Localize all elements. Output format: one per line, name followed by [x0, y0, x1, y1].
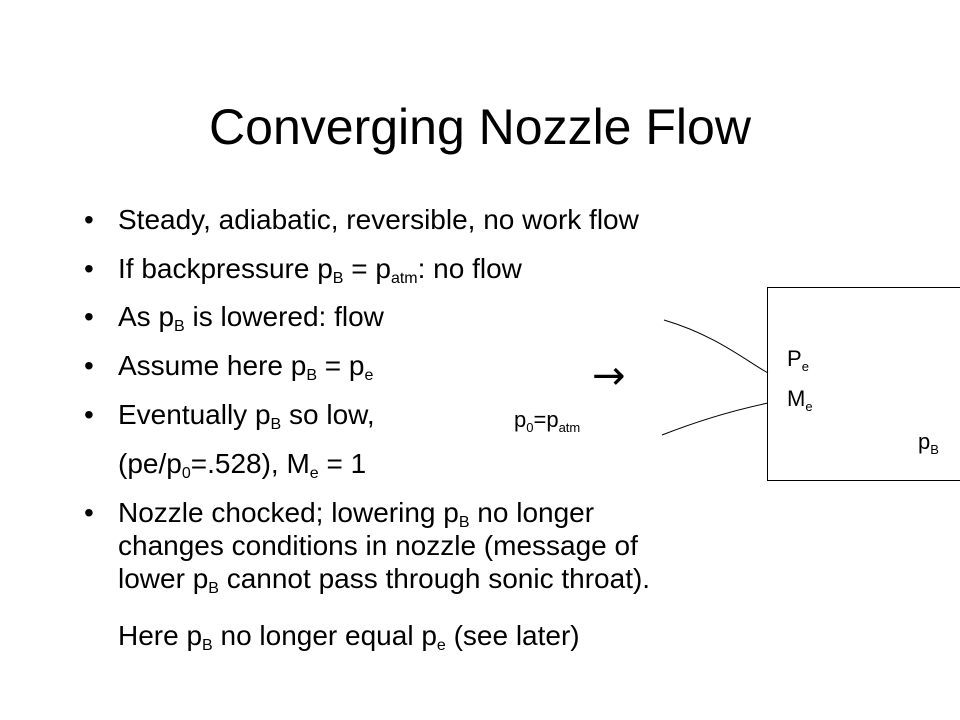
bullet-text: If backpressure p — [118, 253, 333, 284]
bullet-marker: • — [84, 497, 94, 528]
bullet-text: As p — [118, 301, 175, 332]
nozzle-lower-wall — [661, 402, 769, 436]
bullet-marker: • — [84, 399, 94, 430]
bullet-marker: • — [84, 204, 94, 235]
label-text: p — [918, 429, 931, 454]
bullet-text: =.528), M — [190, 448, 310, 479]
nozzle-upper-wall — [663, 319, 769, 374]
label-text: M — [787, 386, 806, 411]
stagnation-pressure-label: p0=patm — [514, 407, 581, 435]
exit-pressure-label: Pe — [787, 346, 809, 374]
bullet-text: lower p — [118, 563, 209, 594]
subscript: B — [306, 367, 317, 384]
bullet-line-8: changes conditions in nozzle (message of — [118, 530, 638, 562]
receiver-box — [767, 287, 960, 481]
bullet-marker: • — [84, 350, 94, 381]
bullet-text: (pe/p — [118, 448, 182, 479]
bullet-text: Here p — [118, 620, 203, 651]
bullet-line-6: (pe/p0=.528), Me = 1 — [118, 448, 367, 482]
bullet-line-10: Here pB no longer equal pe (see later) — [118, 620, 580, 654]
bullet-text: changes conditions in nozzle (message of — [118, 530, 638, 561]
subscript: B — [270, 416, 282, 433]
bullet-text: cannot pass through sonic throat). — [218, 563, 651, 594]
bullet-text: = p — [343, 253, 391, 284]
subscript: 0 — [526, 420, 534, 435]
subscript: B — [202, 637, 213, 654]
bullet-text: is lowered: flow — [184, 301, 384, 332]
back-pressure-label: pB — [918, 429, 939, 457]
bullet-text: so low, — [281, 399, 375, 430]
subscript: B — [930, 442, 939, 457]
bullet-text: (see later) — [445, 620, 580, 651]
label-text: p — [514, 407, 527, 432]
bullet-line-9: lower pB cannot pass through sonic throa… — [118, 563, 651, 597]
bullet-line-1: Steady, adiabatic, reversible, no work f… — [118, 204, 639, 236]
flow-arrow-icon: → — [592, 353, 626, 399]
bullet-text: Steady, adiabatic, reversible, no work f… — [118, 204, 639, 235]
bullet-line-7: Nozzle chocked; lowering pB no longer — [118, 497, 595, 531]
bullet-text: no longer — [469, 497, 595, 528]
label-text: =p — [533, 407, 559, 432]
subscript: e — [801, 359, 809, 374]
subscript: B — [174, 318, 185, 335]
bullet-text: Nozzle chocked; lowering p — [118, 497, 459, 528]
exit-mach-label: Me — [787, 386, 813, 414]
subscript: atm — [390, 270, 418, 287]
subscript: e — [805, 399, 813, 414]
slide-title: Converging Nozzle Flow — [209, 99, 751, 155]
subscript: e — [364, 367, 374, 384]
bullet-text: = 1 — [318, 448, 367, 479]
bullet-line-2: If backpressure pB = patm: no flow — [118, 253, 522, 287]
subscript: atm — [558, 420, 581, 435]
subscript: B — [208, 580, 219, 597]
bullet-marker: • — [84, 253, 94, 284]
bullet-line-5: Eventually pB so low, — [118, 399, 375, 433]
bullet-text: = p — [317, 350, 365, 381]
subscript: B — [458, 514, 470, 531]
bullet-marker: • — [84, 301, 94, 332]
subscript: e — [436, 637, 446, 654]
bullet-text: Assume here p — [118, 350, 307, 381]
subscript: B — [332, 270, 344, 287]
subscript: e — [309, 465, 319, 482]
bullet-line-3: As pB is lowered: flow — [118, 301, 384, 335]
bullet-line-4: Assume here pB = pe — [118, 350, 374, 384]
label-text: P — [787, 346, 802, 371]
bullet-text: : no flow — [417, 253, 522, 284]
bullet-text: Eventually p — [118, 399, 271, 430]
subscript: 0 — [181, 465, 191, 482]
bullet-text: no longer equal p — [212, 620, 437, 651]
